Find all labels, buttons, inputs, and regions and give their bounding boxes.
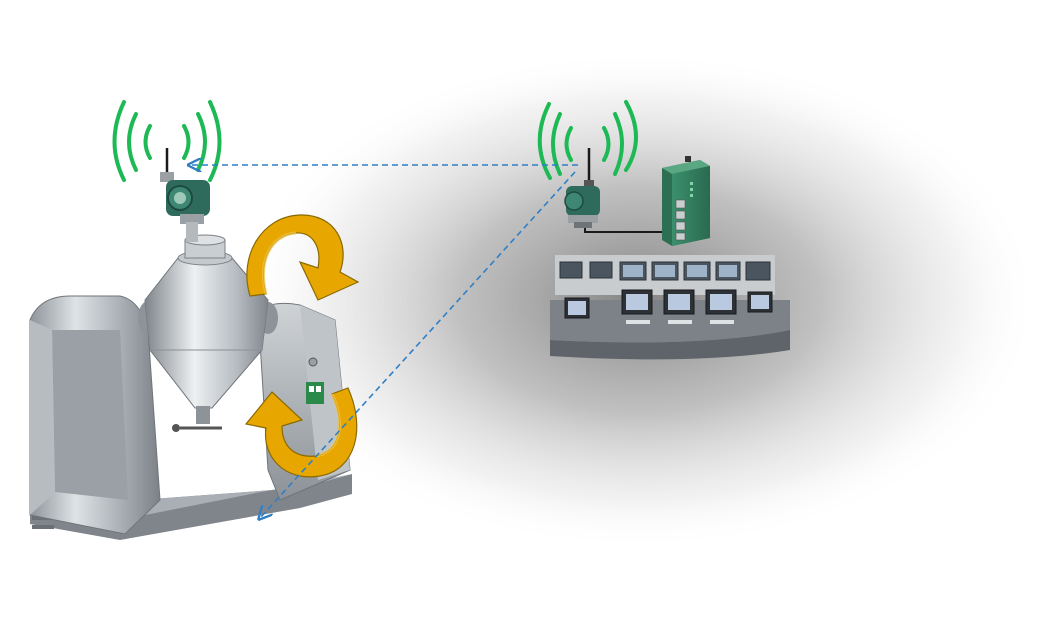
wireless-gateway-icon [564,148,600,228]
network-switch-icon [662,156,710,246]
rotation-arrow-top [246,214,360,301]
rotation-arrow-bottom [244,387,358,478]
gateway-signal-waves [537,100,638,180]
wireless-link-diagonal [260,171,576,518]
control-room-icon [550,255,790,360]
wireless-transmitter-icon [160,148,210,242]
dashed-arrow-icon [190,165,578,518]
